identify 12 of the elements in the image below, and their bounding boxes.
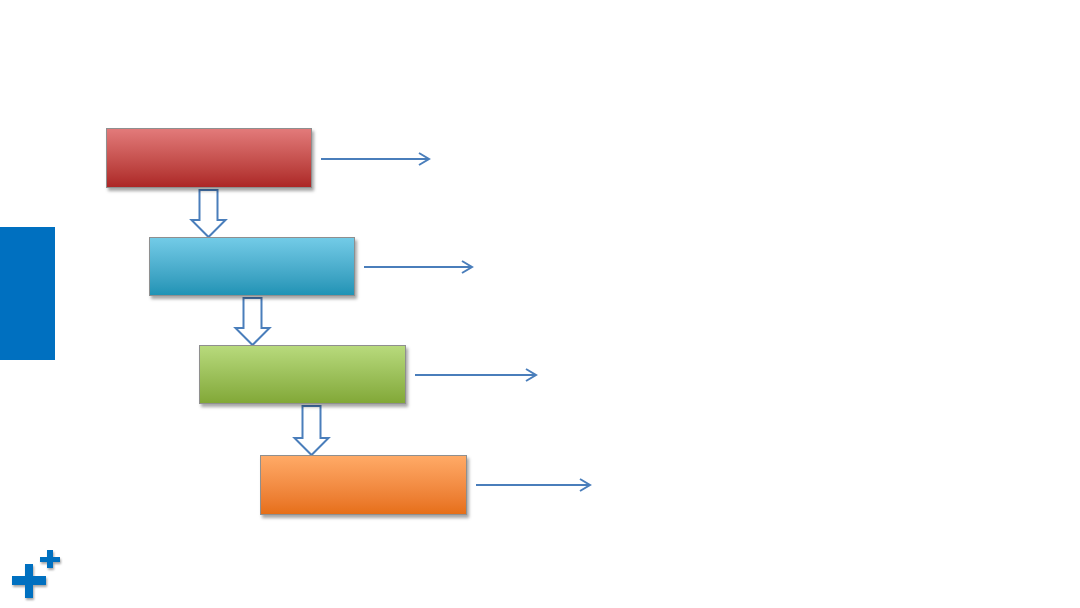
side-bar [0,227,55,360]
arrow [475,478,591,492]
process-box [106,128,312,188]
process-box [260,455,467,515]
arrow [363,260,473,274]
block-arrow [189,189,228,239]
arrow [320,152,430,166]
block-arrow [233,297,272,347]
block-arrow [292,405,331,457]
arrow [414,368,537,382]
process-box [149,237,355,296]
process-box [199,345,406,404]
